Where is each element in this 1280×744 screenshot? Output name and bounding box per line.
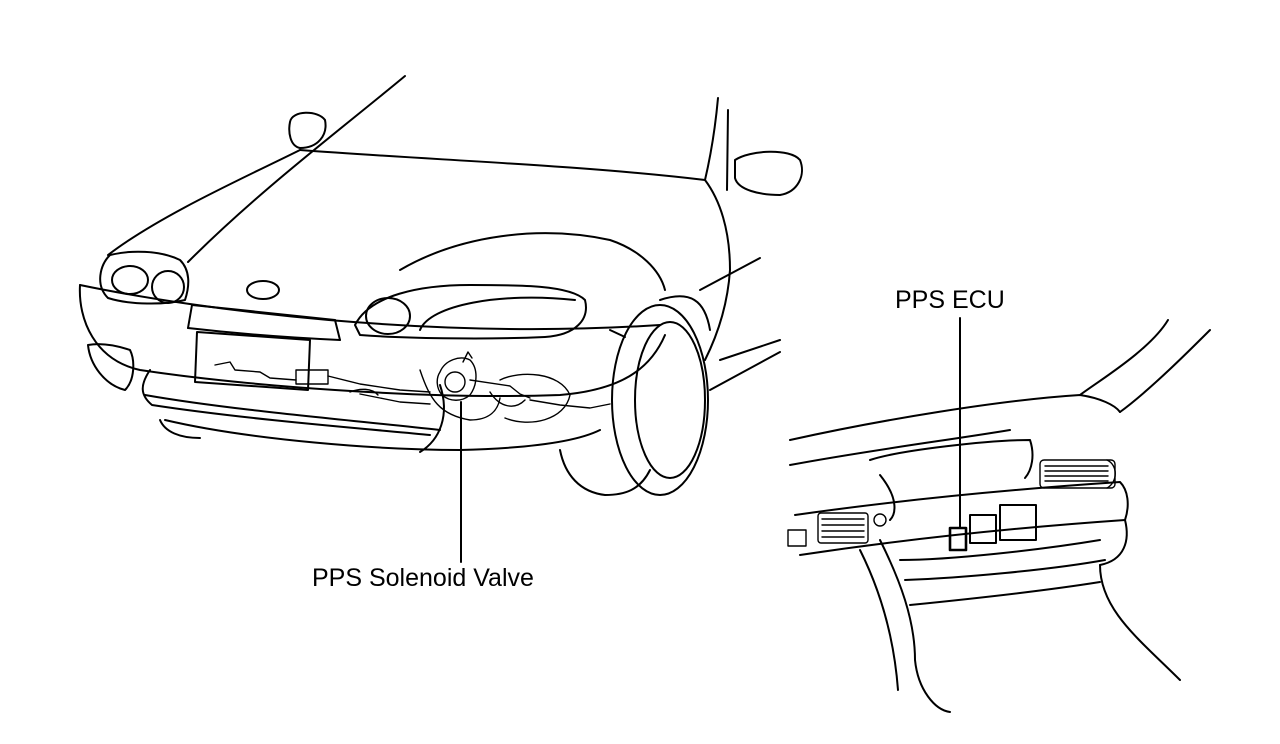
bumper-top-line bbox=[79, 284, 661, 330]
fender-crease bbox=[699, 257, 761, 291]
bumper-upper-line bbox=[78, 284, 666, 397]
left-fog-lamp bbox=[87, 343, 135, 391]
side-mirror-right bbox=[734, 150, 803, 196]
left-headlamp-housing bbox=[99, 250, 190, 305]
grille-sides bbox=[187, 304, 341, 341]
cluster-hood bbox=[869, 439, 1034, 479]
car-front-illustration bbox=[78, 75, 803, 496]
pillar-line bbox=[1119, 329, 1211, 413]
right-fender-front bbox=[704, 179, 731, 361]
bumper-bottom bbox=[164, 419, 601, 451]
left-vent-louvers bbox=[821, 518, 865, 538]
license-plate bbox=[194, 331, 311, 391]
rack-boot-left bbox=[295, 369, 329, 385]
rack-right bbox=[469, 379, 531, 399]
lower-bumper-lip bbox=[144, 394, 441, 431]
pps-solenoid-valve bbox=[436, 357, 477, 401]
steering-gear-assembly bbox=[214, 351, 611, 423]
lower-bumper-opening bbox=[141, 369, 431, 436]
pinion-housing bbox=[419, 369, 501, 421]
bumper-corner bbox=[159, 419, 201, 439]
front-wheel bbox=[611, 304, 709, 496]
hood-top-edge bbox=[299, 149, 706, 181]
dashboard-illustration bbox=[787, 319, 1211, 713]
solenoid-connector bbox=[462, 351, 473, 363]
cluster-left bbox=[879, 474, 896, 521]
ecu-label: PPS ECU bbox=[895, 286, 1005, 314]
emblem bbox=[246, 280, 280, 300]
side-marker bbox=[609, 329, 626, 338]
hood-crease-left bbox=[187, 75, 406, 263]
left-air-vent bbox=[817, 512, 869, 544]
solenoid-core bbox=[444, 371, 466, 393]
right-vent-louvers bbox=[1044, 465, 1109, 482]
right-headlamp-lens bbox=[419, 296, 576, 331]
console-inner bbox=[859, 549, 899, 691]
right-vent-knob bbox=[1106, 459, 1116, 489]
front-wheel-hub bbox=[634, 321, 706, 479]
rack-mount-outline bbox=[499, 373, 571, 423]
hood-bulge bbox=[399, 232, 666, 291]
adjacent-ecu-box bbox=[969, 514, 997, 544]
rack-housing-lower bbox=[359, 393, 431, 405]
pps-ecu-box bbox=[948, 526, 968, 552]
console-curve bbox=[879, 539, 951, 713]
rack-fitting bbox=[349, 388, 379, 396]
adjacent-relay-box bbox=[999, 504, 1037, 541]
dash-top-edge bbox=[789, 394, 1121, 441]
dash-lower-trim bbox=[899, 539, 1101, 561]
dash-right-end bbox=[1099, 519, 1128, 566]
right-headlamp-outer bbox=[365, 297, 411, 335]
right-headlamp-housing bbox=[354, 284, 587, 340]
tie-rod-left bbox=[214, 361, 297, 381]
switch-panel bbox=[787, 529, 807, 547]
side-mirror-left bbox=[288, 111, 327, 149]
grille-lower bbox=[187, 327, 341, 341]
door-trim-curve bbox=[1099, 564, 1181, 681]
side-sill-lower bbox=[709, 351, 781, 391]
dash-upper-line bbox=[789, 429, 1011, 466]
left-headlamp-outer bbox=[111, 265, 149, 295]
windshield-edge bbox=[1079, 319, 1169, 396]
side-sill-line bbox=[719, 339, 781, 361]
hood-front-edge bbox=[107, 149, 301, 256]
wheel-arch bbox=[659, 295, 711, 331]
dash-band-lower bbox=[799, 519, 1126, 556]
rack-housing bbox=[327, 375, 431, 393]
bumper-center-edge bbox=[419, 384, 445, 453]
vent-dial bbox=[873, 513, 887, 527]
rack-boot-right bbox=[489, 391, 526, 407]
solenoid-valve-label: PPS Solenoid Valve bbox=[312, 564, 534, 592]
dash-lower-trim-3 bbox=[909, 581, 1101, 606]
dash-lower-trim-2 bbox=[904, 559, 1106, 581]
a-pillar bbox=[704, 97, 719, 181]
tire-bottom bbox=[559, 449, 651, 496]
left-headlamp-inner bbox=[151, 270, 185, 304]
dash-band-upper bbox=[794, 481, 1129, 521]
tie-rod-right bbox=[529, 399, 611, 409]
a-pillar-inner bbox=[726, 109, 729, 191]
